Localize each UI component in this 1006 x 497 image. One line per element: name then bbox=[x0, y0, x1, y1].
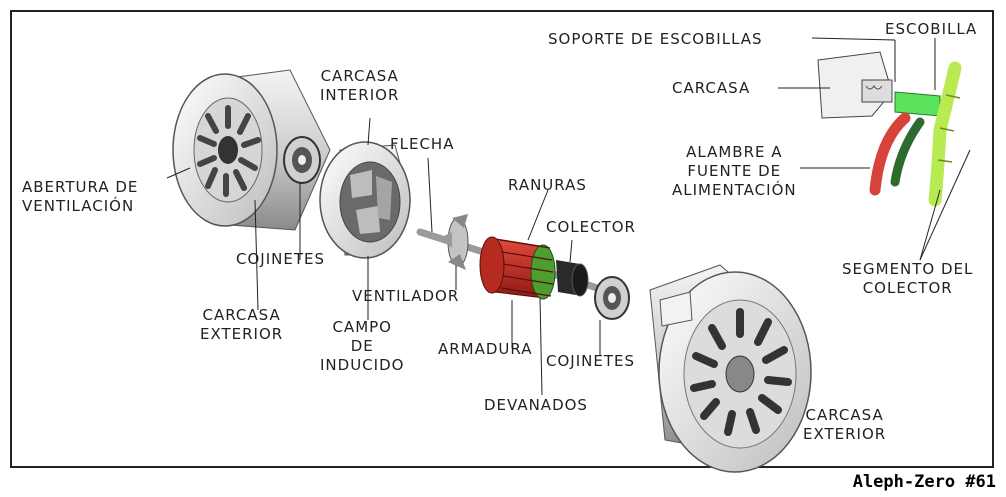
leader-lines bbox=[166, 37, 971, 396]
label-armature: ARMADURA bbox=[438, 340, 533, 358]
label-field: CAMPO DE INDUCIDO bbox=[320, 318, 405, 374]
bearing-left bbox=[283, 136, 321, 184]
label-housing: CARCASA bbox=[672, 79, 751, 97]
label-brush: ESCOBILLA bbox=[885, 20, 978, 38]
armature bbox=[479, 236, 556, 300]
label-bearings-left: COJINETES bbox=[236, 250, 325, 268]
label-brush-holder: SOPORTE DE ESCOBILLAS bbox=[548, 30, 763, 48]
commutator bbox=[556, 260, 589, 297]
label-inner-housing: CARCASA INTERIOR bbox=[320, 67, 400, 104]
bearing-right bbox=[594, 276, 630, 320]
inner-housing bbox=[319, 141, 411, 259]
label-slots: RANURAS bbox=[508, 176, 587, 194]
label-power-wire: ALAMBRE A FUENTE DE ALIMENTACIÓN bbox=[672, 143, 797, 199]
label-outer-housing-left: CARCASA EXTERIOR bbox=[200, 306, 284, 343]
label-windings: DEVANADOS bbox=[484, 396, 588, 414]
label-commutator: COLECTOR bbox=[546, 218, 636, 236]
label-bearings-right: COJINETES bbox=[546, 352, 635, 370]
outer-housing-left bbox=[172, 69, 331, 231]
brush-assembly bbox=[817, 51, 962, 207]
label-outer-housing-right: CARCASA EXTERIOR bbox=[803, 406, 887, 443]
label-fan: VENTILADOR bbox=[352, 287, 460, 305]
outer-housing-right bbox=[649, 264, 812, 473]
label-shaft: FLECHA bbox=[390, 135, 455, 153]
label-commutator-segment: SEGMENTO DEL COLECTOR bbox=[842, 260, 974, 297]
label-vent-opening: ABERTURA DE VENTILACIÓN bbox=[22, 178, 139, 215]
credit-text: Aleph-Zero #61 bbox=[852, 472, 996, 492]
